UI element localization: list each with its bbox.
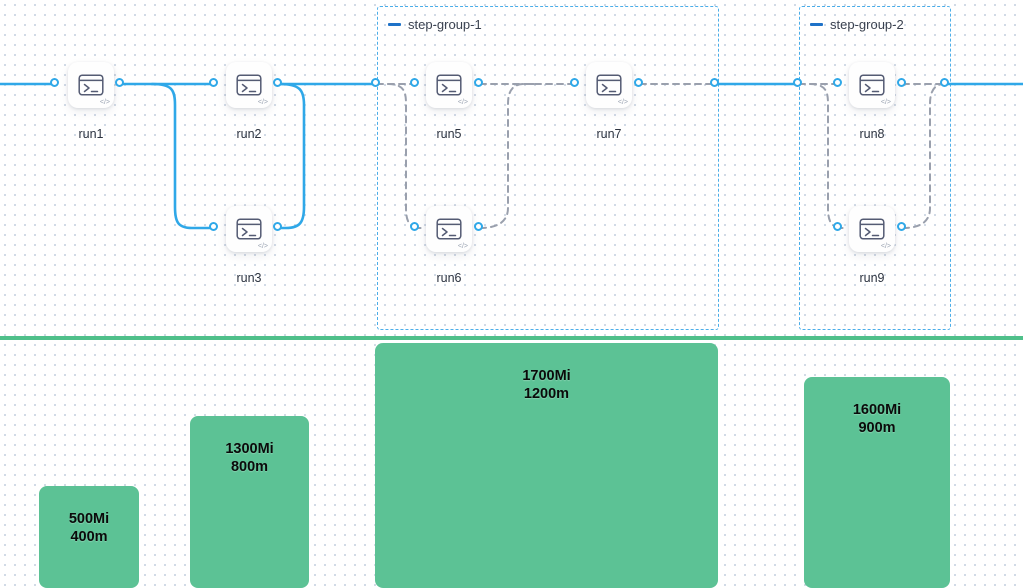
port-run2-out[interactable] [272, 77, 282, 87]
node-label-run7: run7 [596, 127, 622, 141]
node-label-run9: run9 [859, 271, 885, 285]
port-run9-out[interactable] [896, 221, 906, 231]
terminal-icon [859, 218, 885, 240]
code-badge-icon: </> [257, 99, 268, 106]
code-badge-icon: </> [880, 99, 891, 106]
node-label-run1: run1 [78, 127, 104, 141]
node-label-run3: run3 [236, 271, 262, 285]
edge-run2-to-join [277, 82, 306, 230]
edge-group-active [0, 82, 1023, 230]
edge-group2in-to-run9 [809, 83, 844, 229]
port-run3-out[interactable] [272, 221, 282, 231]
node-run2[interactable]: </> [226, 62, 272, 108]
port-run6-in[interactable] [409, 221, 419, 231]
group-header-step-group-2[interactable]: step-group-2 [810, 17, 904, 32]
bar-value-label: 1700Mi 1200m [522, 368, 571, 402]
node-label-run6: run6 [436, 271, 462, 285]
node-run3[interactable]: </> [226, 206, 272, 252]
node-label-run5: run5 [436, 127, 462, 141]
node-label-run2: run2 [236, 127, 262, 141]
green-divider-line [0, 336, 1023, 340]
port-run7-out[interactable] [633, 77, 643, 87]
port-run7-in[interactable] [569, 77, 579, 87]
bar-value-label: 500Mi 400m [68, 511, 110, 545]
bar-1600mi[interactable]: 1600Mi 900m [804, 377, 950, 588]
terminal-icon [78, 74, 104, 96]
group-label: step-group-2 [830, 17, 904, 32]
bar-1700mi[interactable]: 1700Mi 1200m [375, 343, 718, 588]
port-group2-in[interactable] [792, 77, 802, 87]
terminal-icon [436, 74, 462, 96]
bar-value-label: 1600Mi 900m [852, 402, 902, 436]
port-run8-in[interactable] [832, 77, 842, 87]
group-label: step-group-1 [408, 17, 482, 32]
port-run3-in[interactable] [208, 221, 218, 231]
edge-run1-to-run3 [150, 82, 217, 230]
node-run9[interactable]: </> [849, 206, 895, 252]
terminal-icon [436, 218, 462, 240]
terminal-icon [236, 218, 262, 240]
edge-group1in-to-run6 [387, 83, 422, 229]
node-label-run8: run8 [859, 127, 885, 141]
port-run1-out[interactable] [114, 77, 124, 87]
terminal-icon [596, 74, 622, 96]
port-run9-in[interactable] [832, 221, 842, 231]
node-run1[interactable]: </> [68, 62, 114, 108]
code-badge-icon: </> [457, 99, 468, 106]
node-run6[interactable]: </> [426, 206, 472, 252]
bar-500mi[interactable]: 500Mi 400m [39, 486, 139, 588]
port-run6-out[interactable] [473, 221, 483, 231]
bar-value-label: 1300Mi 800m [225, 441, 274, 475]
node-run8[interactable]: </> [849, 62, 895, 108]
node-run7[interactable]: </> [586, 62, 632, 108]
edge-run9-to-group2out [902, 83, 947, 229]
code-badge-icon: </> [617, 99, 628, 106]
port-run8-out[interactable] [896, 77, 906, 87]
code-badge-icon: </> [880, 243, 891, 250]
port-run2-in[interactable] [208, 77, 218, 87]
collapse-minus-icon[interactable] [810, 23, 823, 26]
edge-run6-to-run7 [479, 83, 541, 229]
port-group2-out[interactable] [939, 77, 949, 87]
code-badge-icon: </> [457, 243, 468, 250]
node-run5[interactable]: </> [426, 62, 472, 108]
terminal-icon [859, 74, 885, 96]
terminal-icon [236, 74, 262, 96]
group-header-step-group-1[interactable]: step-group-1 [388, 17, 482, 32]
code-badge-icon: </> [99, 99, 110, 106]
code-badge-icon: </> [257, 243, 268, 250]
port-run5-in[interactable] [409, 77, 419, 87]
group-box-step-group-2[interactable] [799, 6, 951, 330]
port-group1-out[interactable] [709, 77, 719, 87]
port-run5-out[interactable] [473, 77, 483, 87]
port-group1-in[interactable] [370, 77, 380, 87]
bar-1300mi[interactable]: 1300Mi 800m [190, 416, 309, 588]
group-box-step-group-1[interactable] [377, 6, 719, 330]
collapse-minus-icon[interactable] [388, 23, 401, 26]
port-run1-in[interactable] [49, 77, 59, 87]
